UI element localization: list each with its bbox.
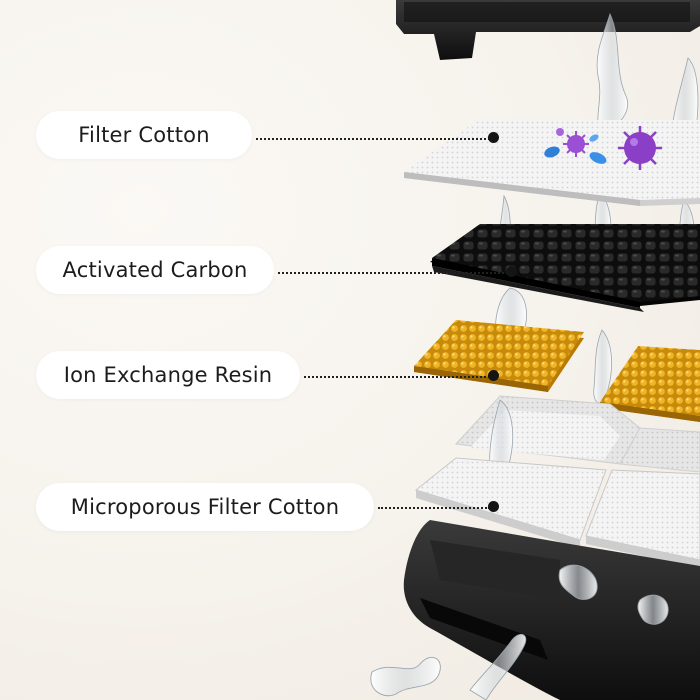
leader-line-activated-carbon <box>278 272 508 274</box>
leader-line-microporous-filter-cotton <box>378 507 490 509</box>
water-splash <box>370 564 669 700</box>
leader-dot-filter-cotton <box>488 132 499 143</box>
label-activated-carbon-text: Activated Carbon <box>62 258 248 282</box>
activated-carbon-layer <box>430 224 700 312</box>
label-activated-carbon: Activated Carbon <box>36 246 274 294</box>
microporous-filter-cotton-layer <box>414 457 700 568</box>
label-filter-cotton-text: Filter Cotton <box>78 123 210 147</box>
leader-line-filter-cotton <box>256 138 490 140</box>
label-microporous-filter-cotton-text: Microporous Filter Cotton <box>70 495 340 519</box>
leader-dot-microporous-filter-cotton <box>488 501 499 512</box>
leader-line-ion-exchange-resin <box>304 376 490 378</box>
top-housing <box>396 0 700 60</box>
label-filter-cotton: Filter Cotton <box>36 111 252 159</box>
label-ion-exchange-resin-text: Ion Exchange Resin <box>63 363 273 387</box>
ion-exchange-resin-layer <box>414 320 700 422</box>
label-ion-exchange-resin: Ion Exchange Resin <box>36 351 300 399</box>
germs <box>544 126 662 170</box>
filter-cotton-layer <box>404 120 700 206</box>
leader-dot-activated-carbon <box>506 266 517 277</box>
label-microporous-filter-cotton: Microporous Filter Cotton <box>36 483 374 531</box>
leader-dot-ion-exchange-resin <box>488 370 499 381</box>
